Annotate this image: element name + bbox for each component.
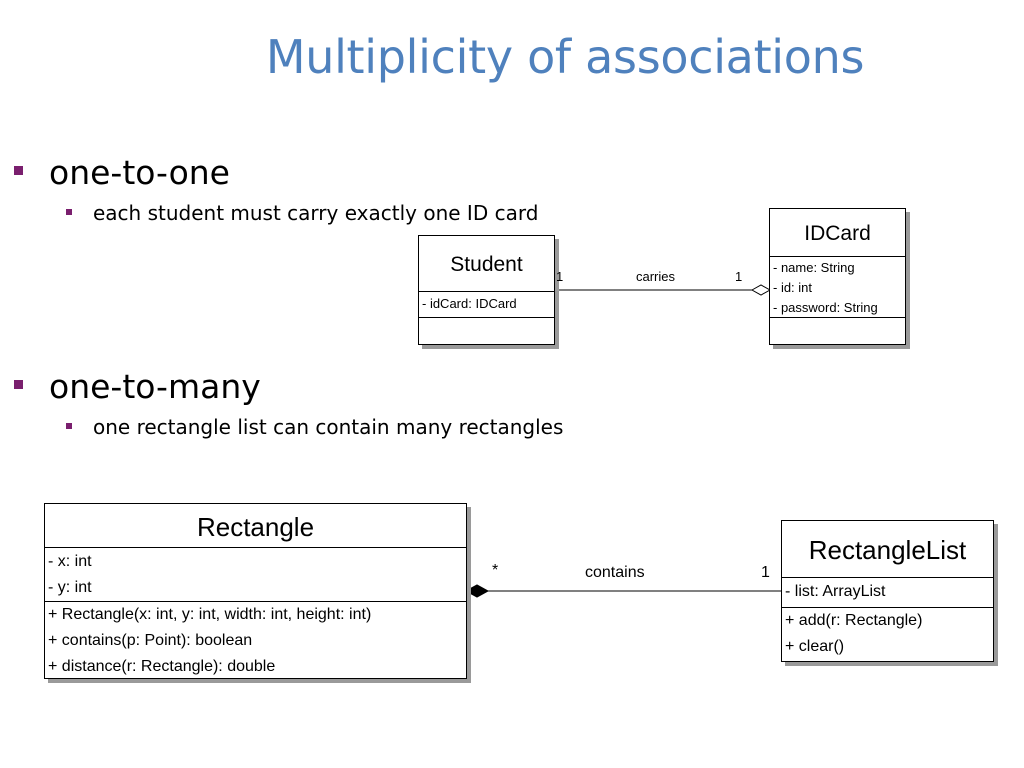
attributes-section: - x: int - y: int xyxy=(45,548,466,602)
sub-bullet-marker xyxy=(66,208,72,215)
bullet-marker xyxy=(14,166,23,175)
attribute: - y: int xyxy=(48,579,92,596)
method: + add(r: Rectangle) xyxy=(785,612,923,629)
attribute: - password: String xyxy=(773,300,878,315)
method: + clear() xyxy=(785,638,845,655)
class-student[interactable]: Student - idCard: IDCard xyxy=(418,235,555,345)
association-label: contains xyxy=(585,564,645,581)
sub-bullet-one-to-one: each student must carry exactly one ID c… xyxy=(66,203,538,223)
bullet-marker xyxy=(14,380,23,389)
class-idcard[interactable]: IDCard - name: String - id: int - passwo… xyxy=(769,208,906,345)
bullet-heading: one-to-many xyxy=(49,367,261,406)
association-label: carries xyxy=(636,269,676,284)
sub-bullet-one-to-many: one rectangle list can contain many rect… xyxy=(66,417,563,437)
filled-diamond-icon xyxy=(464,584,490,598)
sub-bullet-marker xyxy=(66,422,72,429)
class-name: RectangleList xyxy=(782,521,993,578)
attribute: - x: int xyxy=(48,553,92,570)
attributes-section: - list: ArrayList xyxy=(782,578,993,608)
attribute: - id: int xyxy=(773,280,813,295)
class-name: Rectangle xyxy=(45,504,466,548)
class-name: Student xyxy=(419,236,554,292)
class-rectangle[interactable]: Rectangle - x: int - y: int + Rectangle(… xyxy=(44,503,467,679)
method: + distance(r: Rectangle): double xyxy=(48,658,276,675)
attributes-section: - name: String - id: int - password: Str… xyxy=(770,257,905,318)
multiplicity-right: 1 xyxy=(761,564,770,581)
attribute: - list: ArrayList xyxy=(785,583,886,600)
hollow-diamond-icon xyxy=(750,284,772,296)
methods-section: + Rectangle(x: int, y: int, width: int, … xyxy=(45,602,466,678)
multiplicity-right: 1 xyxy=(735,269,743,284)
methods-section: + add(r: Rectangle) + clear() xyxy=(782,608,993,661)
bullet-one-to-many: one-to-many xyxy=(14,370,261,403)
attributes-section: - idCard: IDCard xyxy=(419,292,554,318)
page-title: Multiplicity of associations xyxy=(265,30,865,84)
multiplicity-left: * xyxy=(492,562,499,579)
sub-bullet-text: one rectangle list can contain many rect… xyxy=(93,415,564,439)
method: + Rectangle(x: int, y: int, width: int, … xyxy=(48,606,372,623)
method: + contains(p: Point): boolean xyxy=(48,632,253,649)
class-name: IDCard xyxy=(770,209,905,257)
methods-section xyxy=(419,318,554,344)
attribute: - name: String xyxy=(773,260,855,275)
bullet-heading: one-to-one xyxy=(49,153,230,192)
bullet-one-to-one: one-to-one xyxy=(14,156,230,189)
class-rectanglelist[interactable]: RectangleList - list: ArrayList + add(r:… xyxy=(781,520,994,662)
methods-section xyxy=(770,318,905,344)
multiplicity-left: 1 xyxy=(556,269,564,284)
attribute: - idCard: IDCard xyxy=(422,296,517,311)
sub-bullet-text: each student must carry exactly one ID c… xyxy=(93,201,539,225)
